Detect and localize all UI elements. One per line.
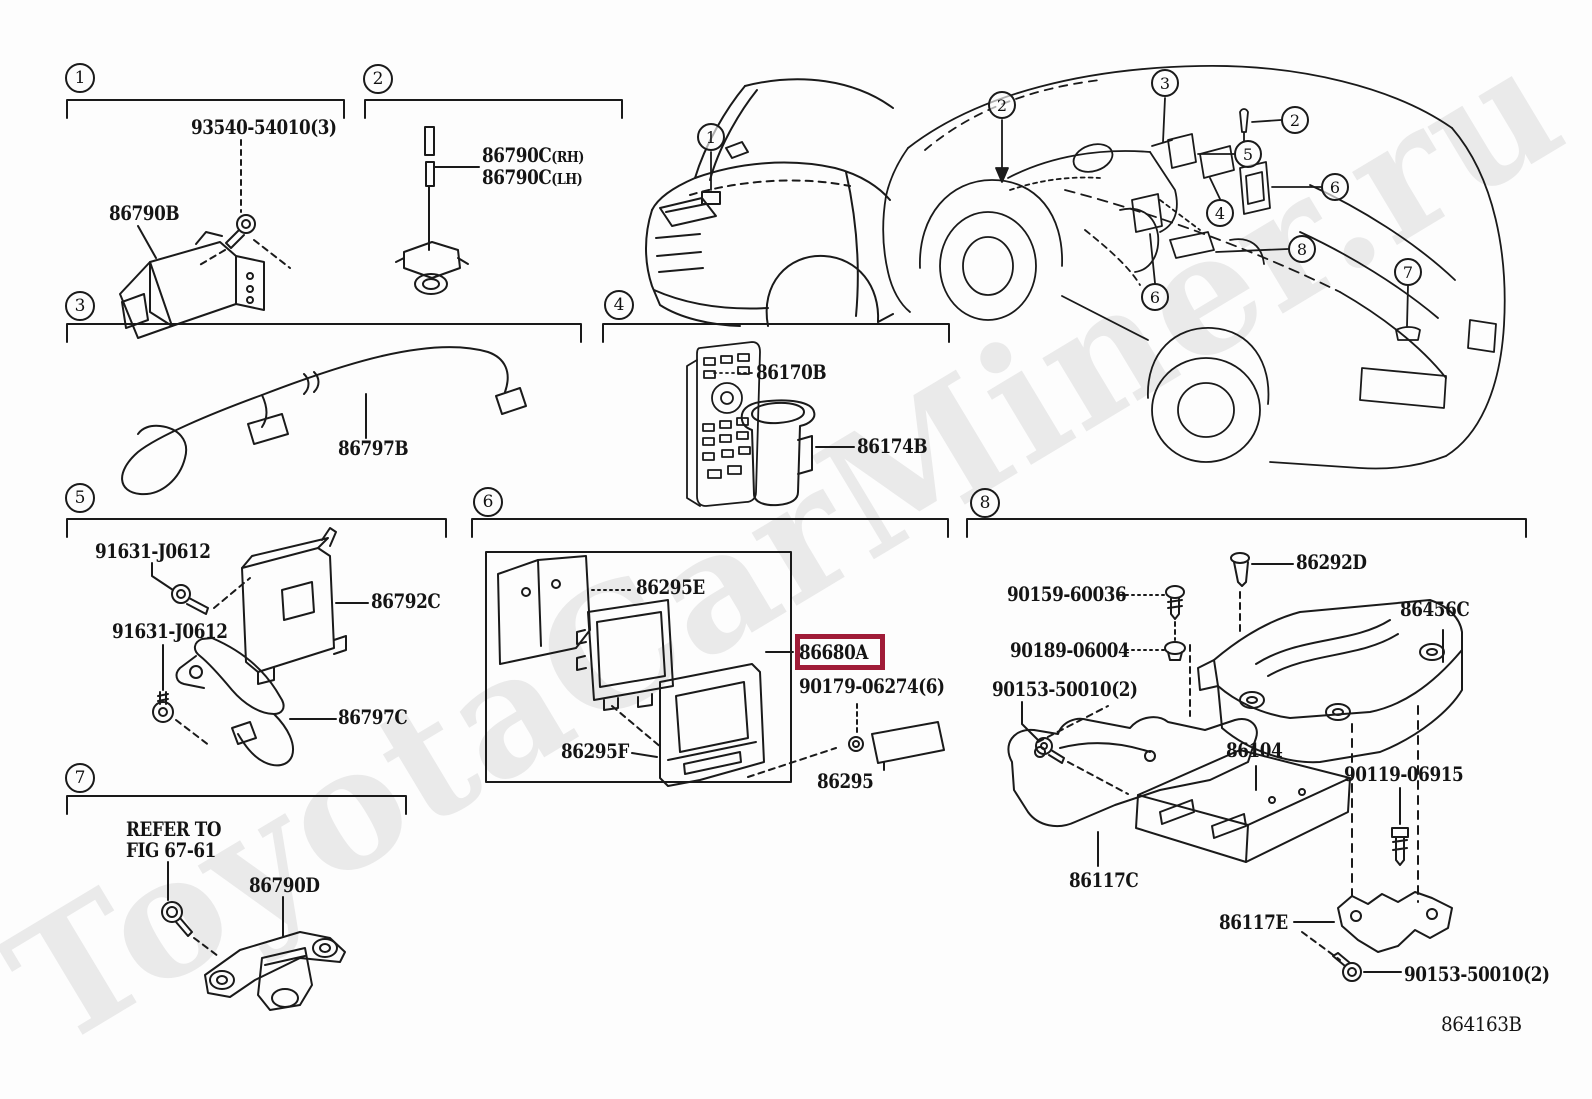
camera-86790D-drawing — [204, 896, 346, 1011]
section-marker-7[interactable]: 7 — [65, 763, 95, 793]
screw-90119-drawing — [1391, 787, 1409, 866]
car-interior-sketch — [882, 65, 1506, 470]
part-label-86117C[interactable]: 86117C — [1069, 868, 1139, 892]
part-label-90153-50010-2[interactable]: 90153-50010(2) — [1404, 962, 1550, 986]
part-label-86117E[interactable]: 86117E — [1219, 910, 1288, 934]
part-label-86790D[interactable]: 86790D — [249, 873, 320, 897]
antenna-86790C-drawing — [395, 126, 480, 295]
remote-86170B-drawing — [686, 341, 761, 507]
part-label-86170B[interactable]: 86170B — [756, 360, 827, 384]
clip-86292D-drawing — [1230, 552, 1294, 635]
screw-90153-2-drawing — [1332, 952, 1402, 982]
part-label-90159-60036[interactable]: 90159-60036 — [1007, 582, 1127, 606]
screw-91631-1-drawing — [151, 562, 251, 615]
holder-86174B-drawing — [740, 399, 855, 507]
car-front-sketch — [645, 78, 894, 327]
section-marker-5[interactable]: 5 — [65, 483, 95, 513]
section-marker-6[interactable]: 6 — [473, 487, 503, 517]
ecu-86792C-drawing — [241, 527, 369, 685]
bezel-86295F-drawing — [631, 651, 837, 787]
car-callout-leaders — [710, 97, 1409, 327]
part-label-90153-50010-1[interactable]: 90153-50010(2) — [992, 677, 1138, 701]
grommet-90179-drawing — [848, 703, 864, 752]
bracket-86797C-drawing — [175, 637, 337, 767]
section-marker-2[interactable]: 2 — [363, 64, 393, 94]
car-callout-6a[interactable]: 6 — [1321, 173, 1349, 201]
car-callout-2b[interactable]: 2 — [1281, 106, 1309, 134]
section-brackets — [66, 99, 1527, 815]
part-label-86790B[interactable]: 86790B — [109, 201, 180, 225]
part-label-86295[interactable]: 86295 — [817, 769, 874, 793]
part-label-90179-06274[interactable]: 90179-06274(6) — [799, 674, 945, 698]
diagram-code: 864163B — [1441, 1012, 1522, 1036]
refer-note-line1: REFER TO — [126, 817, 222, 841]
part-suffix: (LH) — [551, 170, 583, 188]
part-label-86680A: 86680A — [798, 639, 868, 664]
part-label-86790C-RH[interactable]: 86790C(RH) — [482, 145, 584, 166]
part-label-91631-J0612-1[interactable]: 91631-J0612 — [95, 539, 211, 563]
amp-86104-drawing — [1135, 749, 1351, 863]
grommet-90189-drawing — [1125, 621, 1191, 717]
car-callout-3[interactable]: 3 — [1151, 69, 1179, 97]
cover-86456C-drawing — [1197, 599, 1463, 903]
part-label-91631-J0612-2[interactable]: 91631-J0612 — [112, 619, 228, 643]
section-marker-4[interactable]: 4 — [604, 290, 634, 320]
part-label-86797B[interactable]: 86797B — [338, 436, 409, 460]
car-callout-7[interactable]: 7 — [1394, 258, 1422, 286]
plate-86295-drawing — [871, 721, 945, 771]
panel-86295E-drawing — [497, 555, 634, 665]
bracket-86117E-drawing — [1293, 891, 1453, 961]
screw-90159-drawing — [1119, 585, 1185, 620]
part-label-86174B[interactable]: 86174B — [857, 434, 928, 458]
section6-box — [485, 551, 792, 783]
part-label-86456C[interactable]: 86456C — [1400, 597, 1470, 621]
highlighted-part-label[interactable]: 86680A — [795, 634, 885, 670]
section-marker-3[interactable]: 3 — [65, 291, 95, 321]
car-callout-8[interactable]: 8 — [1288, 235, 1316, 263]
part-label-86104[interactable]: 86104 — [1226, 738, 1283, 762]
car-callout-5[interactable]: 5 — [1234, 140, 1262, 168]
wire-86797B-drawing — [121, 346, 527, 496]
refer-note-line2: FIG 67-61 — [126, 838, 216, 862]
part-number: 86790C — [482, 143, 552, 167]
part-label-90119-06915[interactable]: 90119-06915 — [1344, 762, 1464, 786]
car-callout-2a[interactable]: 2 — [988, 91, 1016, 119]
screw-91631-2-drawing — [152, 644, 211, 747]
screw-93540-drawing — [197, 139, 291, 269]
monitor-drawing — [576, 599, 674, 749]
car-callout-6b[interactable]: 6 — [1141, 283, 1169, 311]
part-label-86792C[interactable]: 86792C — [371, 589, 441, 613]
part-label-86295F[interactable]: 86295F — [561, 739, 629, 763]
part-label-86292D[interactable]: 86292D — [1296, 550, 1367, 574]
part-number: 86790C — [482, 165, 552, 189]
part-label-86295E[interactable]: 86295E — [636, 575, 705, 599]
part-label-86797C[interactable]: 86797C — [338, 705, 408, 729]
screw-refer-drawing — [161, 861, 219, 957]
camera-86790B-drawing — [119, 225, 265, 339]
part-label-93540-54010[interactable]: 93540-54010(3) — [191, 115, 337, 139]
car-callout-1[interactable]: 1 — [697, 123, 725, 151]
section-marker-1[interactable]: 1 — [65, 63, 95, 93]
part-suffix: (RH) — [551, 148, 584, 166]
part-label-86790C-LH[interactable]: 86790C(LH) — [482, 165, 583, 189]
section-marker-8[interactable]: 8 — [970, 488, 1000, 518]
car-callout-4[interactable]: 4 — [1206, 199, 1234, 227]
part-label-90189-06004[interactable]: 90189-06004 — [1010, 638, 1130, 662]
bracket-86117C-drawing — [1007, 716, 1258, 867]
